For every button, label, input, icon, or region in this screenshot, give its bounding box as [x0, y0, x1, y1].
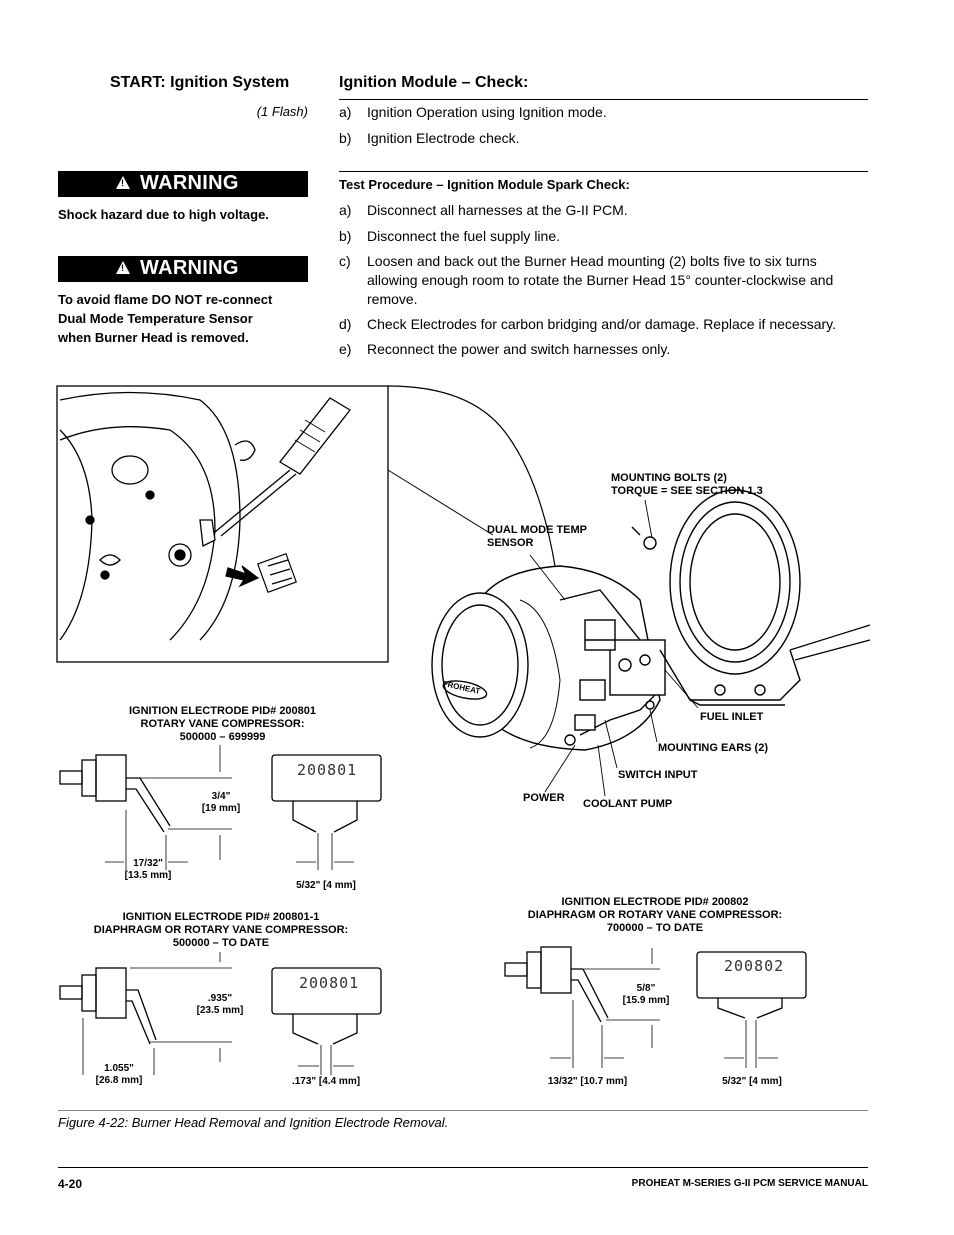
inset-leader — [387, 469, 494, 536]
warning-banner-1: WARNING — [58, 171, 308, 197]
dim-line: 5/8" — [636, 983, 656, 994]
electrode-3-tag: 200802 — [724, 957, 785, 975]
dim-line: 17/32" — [133, 858, 163, 869]
callout-line: TORQUE = SEE SECTION 1.3 — [611, 485, 763, 497]
warning-line: To avoid flame DO NOT re-connect — [58, 292, 273, 307]
electrode-1-tag: 200801 — [297, 761, 358, 779]
check-heading: Ignition Module – Check: — [339, 74, 529, 91]
step-key: a) — [339, 202, 352, 218]
step-text: Check Electrodes for carbon bridging and… — [367, 316, 836, 332]
manual-title: PROHEAT M-SERIES G-II PCM SERVICE MANUAL — [631, 1178, 868, 1189]
callout-line: SENSOR — [487, 537, 534, 549]
electrode-1-drawing — [59, 745, 382, 870]
inset-housing — [59, 391, 256, 641]
step-key: c) — [339, 253, 351, 269]
title-line: IGNITION ELECTRODE PID# 200802 — [561, 896, 749, 908]
divider — [339, 171, 868, 172]
callout-mounting-bolts: MOUNTING BOLTS (2) TORQUE = SEE SECTION … — [611, 472, 763, 498]
dim-line: 3/4" — [211, 791, 231, 802]
inset-connector — [225, 553, 297, 593]
warning-text-1: Shock hazard due to high voltage. — [58, 207, 269, 222]
callout-power: POWER — [523, 792, 565, 804]
step-text: Disconnect the fuel supply line. — [367, 228, 560, 244]
step-key: d) — [339, 316, 352, 332]
warning-label: WARNING — [140, 257, 239, 279]
title-line: DIAPHRAGM OR ROTARY VANE COMPRESSOR: — [93, 924, 349, 936]
item-text: Ignition Operation using Ignition mode. — [367, 104, 607, 120]
electrode-1-height-dim: 3/4" [19 mm] — [196, 791, 246, 815]
dim-line: [15.9 mm] — [622, 995, 670, 1006]
item-key: b) — [339, 130, 352, 146]
caption-divider — [58, 1110, 868, 1111]
step-text: Disconnect all harnesses at the G-II PCM… — [367, 202, 628, 218]
electrode-2-offset-dim: 1.055" [26.8 mm] — [86, 1063, 152, 1087]
title-line: IGNITION ELECTRODE PID# 200801-1 — [122, 911, 320, 923]
electrode-3-gap-dim: 5/32" [4 mm] — [722, 1076, 782, 1087]
page-number: 4-20 — [58, 1177, 83, 1191]
item-key: a) — [339, 104, 352, 120]
step-key: b) — [339, 228, 352, 244]
dim-line: [26.8 mm] — [95, 1075, 143, 1086]
procedure-title: Test Procedure – Ignition Module Spark C… — [339, 177, 630, 192]
warning-icon — [116, 176, 130, 189]
title-line: 500000 – TO DATE — [172, 937, 270, 949]
figure-caption: Figure 4-22: Burner Head Removal and Ign… — [58, 1115, 449, 1130]
callout-dual-mode-sensor: DUAL MODE TEMP SENSOR — [487, 524, 587, 550]
inset-frame — [56, 385, 389, 663]
electrode-2-height-dim: .935" [23.5 mm] — [192, 993, 248, 1017]
electrode-3-height-dim: 5/8" [15.9 mm] — [618, 983, 674, 1007]
warning-banner-2: WARNING — [58, 256, 308, 282]
step-text: Reconnect the power and switch harnesses… — [367, 341, 671, 357]
callout-fuel-inlet: FUEL INLET — [700, 711, 764, 723]
title-line: ROTARY VANE COMPRESSOR: — [140, 718, 305, 730]
electrode-3-drawing — [504, 946, 807, 1068]
electrode-1-offset-dim: 17/32" [13.5 mm] — [118, 858, 178, 882]
step-key: e) — [339, 341, 352, 357]
dim-line: [13.5 mm] — [124, 870, 172, 881]
warning-label: WARNING — [140, 172, 239, 194]
electrode-3-title: IGNITION ELECTRODE PID# 200802 DIAPHRAGM… — [524, 896, 786, 935]
electrode-2-drawing — [59, 952, 382, 1075]
callout-switch-input: SWITCH INPUT — [618, 769, 698, 781]
warning-line: when Burner Head is removed. — [58, 330, 249, 345]
callout-mounting-ears: MOUNTING EARS (2) — [658, 742, 768, 754]
electrode-2-tag: 200801 — [299, 974, 360, 992]
dim-line: .935" — [207, 993, 233, 1004]
step-text: Loosen and back out the Burner Head moun… — [367, 253, 834, 307]
electrode-1-title: IGNITION ELECTRODE PID# 200801 ROTARY VA… — [110, 705, 335, 744]
warning-text-2: To avoid flame DO NOT re-connect Dual Mo… — [58, 290, 310, 347]
warning-icon — [116, 261, 130, 274]
electrode-2-gap-dim: .173" [4.4 mm] — [291, 1076, 361, 1087]
callout-coolant-pump: COOLANT PUMP — [583, 798, 673, 810]
mounting-flange — [631, 489, 871, 706]
inset-leader — [387, 385, 556, 567]
callout-line: MOUNTING BOLTS (2) — [611, 472, 727, 484]
warning-line: Dual Mode Temperature Sensor — [58, 311, 253, 326]
callout-line: DUAL MODE TEMP — [487, 524, 588, 536]
divider — [339, 99, 868, 100]
title-line: DIAPHRAGM OR ROTARY VANE COMPRESSOR: — [527, 909, 783, 921]
dim-line: [23.5 mm] — [196, 1005, 244, 1016]
flash-count: (1 Flash) — [256, 104, 308, 119]
electrode-3-offset-dim: 13/32" [10.7 mm] — [547, 1076, 628, 1087]
burner-head — [431, 565, 666, 751]
callout-leaders — [529, 499, 699, 797]
title-line: IGNITION ELECTRODE PID# 200801 — [128, 705, 317, 717]
dim-line: 1.055" — [104, 1063, 134, 1074]
section-heading: START: Ignition System — [110, 74, 290, 91]
electrode-1-gap-dim: 5/32" [4 mm] — [296, 880, 356, 891]
footer-divider — [58, 1167, 868, 1168]
item-text: Ignition Electrode check. — [367, 130, 520, 146]
title-line: 500000 – 699999 — [179, 731, 266, 743]
screwdriver — [214, 397, 351, 537]
dim-line: [19 mm] — [201, 803, 241, 814]
title-line: 700000 – TO DATE — [606, 922, 704, 934]
electrode-2-title: IGNITION ELECTRODE PID# 200801-1 DIAPHRA… — [90, 911, 352, 950]
